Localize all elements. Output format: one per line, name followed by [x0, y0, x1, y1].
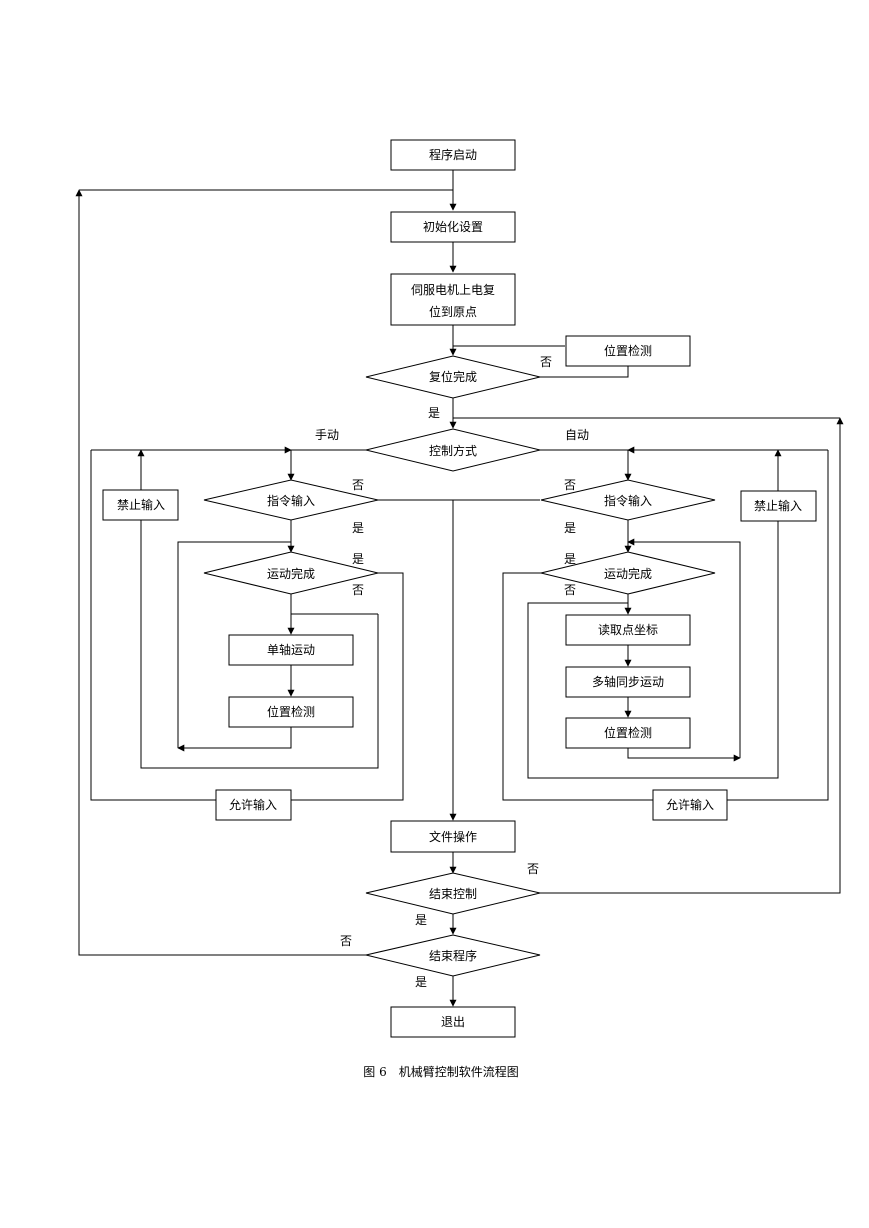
node-read-coord: 读取点坐标 — [565, 614, 691, 646]
node-file-op-label: 文件操作 — [429, 829, 477, 844]
node-single-axis: 单轴运动 — [228, 634, 354, 666]
label-no-end-control: 否 — [527, 862, 539, 876]
label-no-cmd-left: 否 — [352, 478, 364, 492]
node-cmd-input-right: 指令输入 — [540, 479, 716, 521]
node-read-coord-label: 读取点坐标 — [598, 623, 658, 637]
node-motion-done-right: 运动完成 — [540, 551, 716, 595]
node-pos-check-top-label: 位置检测 — [604, 343, 652, 358]
node-motion-done-left-label: 运动完成 — [267, 566, 315, 581]
label-yes-reset: 是 — [428, 406, 440, 420]
node-single-axis-label: 单轴运动 — [267, 642, 315, 657]
label-auto: 自动 — [565, 428, 589, 442]
edge-labels: 否 是 手动 自动 否 是 是 否 否 是 是 否 否 是 否 是 — [315, 355, 589, 989]
label-no-motion-left: 否 — [352, 583, 364, 597]
node-pos-check-top: 位置检测 — [565, 335, 691, 367]
node-control-mode: 控制方式 — [365, 428, 541, 472]
node-cmd-input-left: 指令输入 — [203, 479, 379, 521]
node-forbid-left: 禁止输入 — [102, 489, 179, 521]
node-forbid-left-label: 禁止输入 — [117, 497, 165, 512]
node-reset-done: 复位完成 — [365, 355, 541, 399]
label-yes-motion-left: 是 — [352, 552, 364, 566]
node-servo-line1: 伺服电机上电复 — [411, 283, 495, 297]
node-allow-left-label: 允许输入 — [229, 797, 277, 812]
node-file-op: 文件操作 — [390, 820, 516, 853]
node-pos-check-left-label: 位置检测 — [267, 704, 315, 719]
node-multi-axis: 多轴同步运动 — [565, 666, 691, 698]
node-pos-check-left: 位置检测 — [228, 696, 354, 728]
node-cmd-input-right-label: 指令输入 — [604, 493, 652, 508]
label-no-end-program: 否 — [340, 934, 352, 948]
node-end-control: 结束控制 — [365, 872, 541, 915]
label-no-reset: 否 — [540, 355, 552, 369]
node-cmd-input-left-label: 指令输入 — [267, 493, 315, 508]
node-forbid-right: 禁止输入 — [740, 490, 817, 522]
label-yes-cmd-right: 是 — [564, 521, 576, 535]
label-yes-end-control: 是 — [415, 913, 427, 927]
figure-caption: 图 6 机械臂控制软件流程图 — [363, 1064, 518, 1079]
node-end-program: 结束程序 — [365, 934, 541, 977]
node-pos-check-right-label: 位置检测 — [604, 725, 652, 740]
node-exit: 退出 — [390, 1006, 516, 1038]
node-pos-check-right: 位置检测 — [565, 717, 691, 749]
node-start-label: 程序启动 — [429, 147, 477, 162]
node-start: 程序启动 — [390, 139, 516, 171]
label-no-motion-right: 否 — [564, 583, 576, 597]
node-servo-line2: 位到原点 — [429, 304, 477, 319]
node-end-program-label: 结束程序 — [429, 948, 477, 963]
node-exit-label: 退出 — [441, 1015, 465, 1029]
node-motion-done-left: 运动完成 — [203, 551, 379, 595]
label-manual: 手动 — [315, 428, 339, 442]
node-multi-axis-label: 多轴同步运动 — [592, 674, 664, 689]
label-yes-cmd-left: 是 — [352, 521, 364, 535]
node-motion-done-right-label: 运动完成 — [604, 566, 652, 581]
node-init-label: 初始化设置 — [423, 220, 483, 234]
label-yes-end-program: 是 — [415, 975, 427, 989]
node-allow-right: 允许输入 — [652, 789, 728, 821]
label-yes-motion-right: 是 — [564, 552, 576, 566]
node-end-control-label: 结束控制 — [429, 887, 477, 901]
node-allow-left: 允许输入 — [215, 789, 292, 821]
node-allow-right-label: 允许输入 — [666, 797, 714, 812]
connectors — [75, 170, 844, 1007]
node-forbid-right-label: 禁止输入 — [754, 498, 802, 513]
node-servo-reset: 伺服电机上电复 位到原点 — [390, 273, 516, 326]
node-reset-done-label: 复位完成 — [429, 369, 477, 384]
node-control-mode-label: 控制方式 — [429, 443, 477, 458]
label-no-cmd-right: 否 — [564, 478, 576, 492]
node-init: 初始化设置 — [390, 211, 516, 243]
